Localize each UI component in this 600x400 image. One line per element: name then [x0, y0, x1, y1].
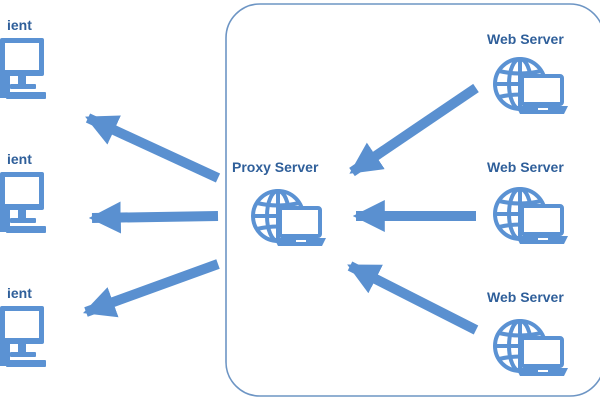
client-label-1: ient: [7, 17, 32, 33]
web-server-label-3: Web Server: [487, 289, 564, 305]
web-server-label-1: Web Server: [487, 31, 564, 47]
globe-laptop-icon: [251, 189, 328, 248]
proxy-label: Proxy Server: [232, 159, 319, 175]
arrow-server-3-to-proxy: [347, 261, 479, 335]
web-server-node-1: [493, 57, 570, 116]
client-label-3: ient: [7, 285, 32, 301]
arrow-proxy-to-client-1: [85, 113, 221, 183]
client-computer-2: [0, 172, 46, 233]
web-server-node-3: [493, 319, 570, 378]
web-server-label-2: Web Server: [487, 159, 564, 175]
arrow-proxy-to-client-3: [82, 259, 220, 318]
arrow-proxy-to-client-2: [88, 201, 219, 234]
desktop-computer-icon: [0, 172, 46, 233]
web-server-node-2: [493, 187, 570, 246]
globe-laptop-icon: [493, 187, 570, 246]
desktop-computer-icon: [0, 306, 46, 367]
server-group-frame: [225, 3, 600, 397]
proxy-server-node: [251, 189, 328, 248]
client-computer-1: [0, 38, 46, 99]
arrow-server-1-to-proxy: [349, 83, 479, 177]
globe-laptop-icon: [493, 319, 570, 378]
desktop-computer-icon: [0, 38, 46, 99]
client-label-2: ient: [7, 151, 32, 167]
globe-laptop-icon: [493, 57, 570, 116]
client-computer-3: [0, 306, 46, 367]
